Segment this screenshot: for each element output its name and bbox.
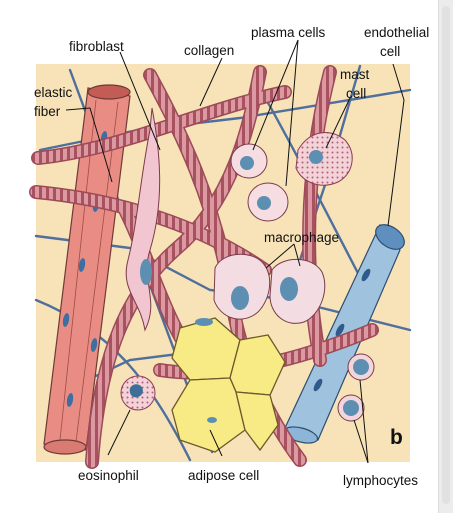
label-elastic-line2: fiber [34,104,61,119]
blood-vessel-right [283,223,405,444]
panel-letter: b [390,426,403,449]
scrollbar-thumb[interactable] [442,6,450,504]
label-mast-line1: mast [340,67,370,82]
diagram-labels: fibroblast collagen plasma cells endothe… [34,25,429,488]
vertical-scrollbar[interactable] [438,0,453,513]
leader-lines [65,39,405,464]
label-endothelial-line2: cell [380,44,400,59]
lymphocytes-cells [337,353,375,422]
label-macrophage: macrophage [264,230,339,245]
fibroblast-cell [125,107,161,332]
adipose-cells [171,317,286,453]
content-area: fibroblast collagen plasma cells endothe… [0,0,438,513]
plasma-cells [230,143,289,222]
label-adipose-cell: adipose cell [188,468,259,483]
label-collagen: collagen [184,43,234,58]
connective-tissue-diagram: fibroblast collagen plasma cells endothe… [29,25,429,488]
label-mast-line2: cell [346,86,366,101]
label-eosinophil: eosinophil [78,468,139,483]
mast-cell [295,132,353,186]
label-endothelial-line1: endothelial [364,25,429,40]
label-fibroblast: fibroblast [69,39,124,54]
macrophages [213,253,326,324]
blood-vessel-left [43,84,131,455]
label-elastic-line1: elastic [34,85,73,100]
eosinophil-cell [120,375,156,411]
label-lymphocytes: lymphocytes [343,473,418,488]
label-plasma-cells: plasma cells [251,25,326,40]
